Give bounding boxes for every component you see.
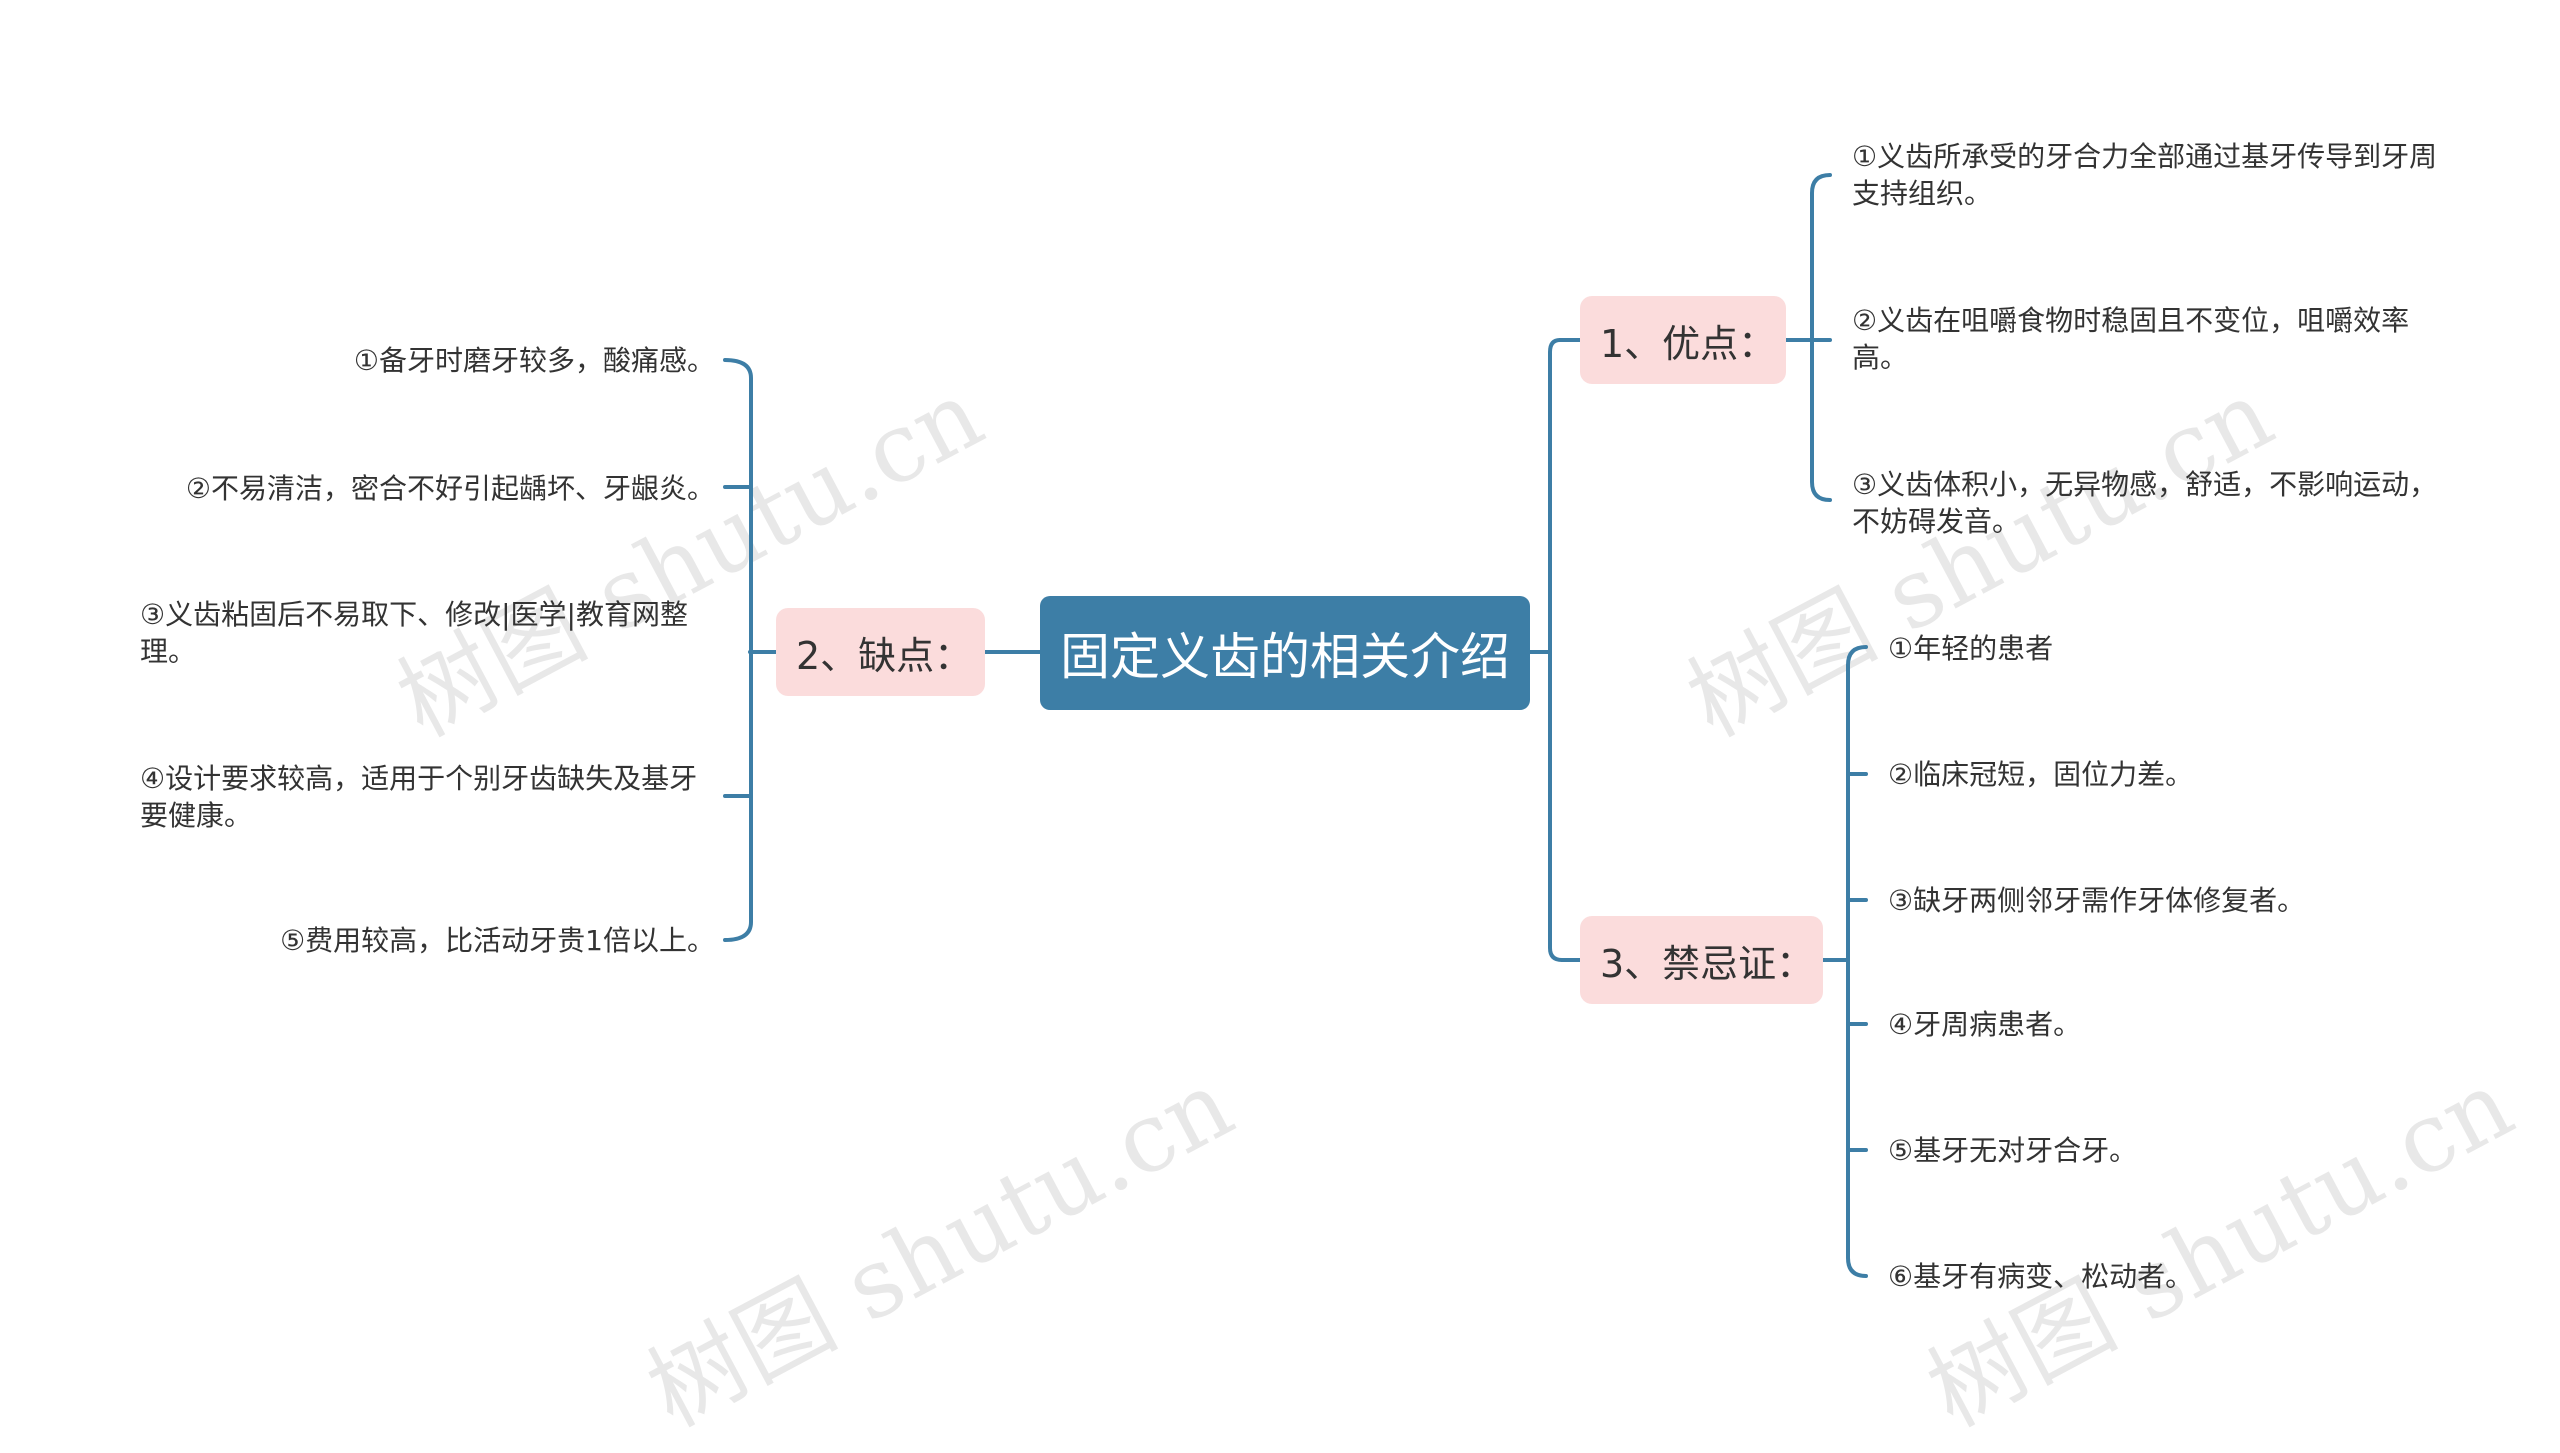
contraindication-item-3[interactable]: ③缺牙两侧邻牙需作牙体修复者。 <box>1888 884 2306 917</box>
connector-right-trunk <box>1548 338 1564 962</box>
contraindication-item-1[interactable]: ①年轻的患者 <box>1888 632 2054 665</box>
contraindication-item-4[interactable]: ④牙周病患者。 <box>1888 1008 2082 1041</box>
contraindication-item-5[interactable]: ⑤基牙无对牙合牙。 <box>1888 1134 2138 1167</box>
disadvantage-item-4[interactable]: ④设计要求较高，适用于个别牙齿缺失及基牙要健康。 <box>140 762 698 832</box>
root-topic[interactable]: 固定义齿的相关介绍 <box>1040 596 1530 710</box>
contraindication-item-2[interactable]: ②临床冠短，固位力差。 <box>1888 758 2194 791</box>
disadvantage-item-5[interactable]: ⑤费用较高，比活动牙贵1倍以上。 <box>280 924 715 957</box>
advantage-item-2[interactable]: ②义齿在咀嚼食物时稳固且不变位，咀嚼效率高。 <box>1852 304 2410 374</box>
disadvantage-item-3[interactable]: ③义齿粘固后不易取下、修改|医学|教育网整理。 <box>140 598 688 668</box>
connector-advantages-bracket <box>1810 173 1832 502</box>
connector-disadv-bracket <box>723 358 753 942</box>
advantage-item-1[interactable]: ①义齿所承受的牙合力全部通过基牙传导到牙周支持组织。 <box>1852 140 2438 210</box>
branch-contraindications[interactable]: 3、禁忌证： <box>1580 916 1823 1004</box>
advantage-item-3[interactable]: ③义齿体积小，无异物感，舒适，不影响运动，不妨碍发音。 <box>1852 468 2438 538</box>
contraindication-item-6[interactable]: ⑥基牙有病变、松动者。 <box>1888 1260 2194 1293</box>
disadvantage-item-1[interactable]: ①备牙时磨牙较多，酸痛感。 <box>353 344 715 377</box>
branch-advantages[interactable]: 1、优点： <box>1580 296 1786 384</box>
disadvantage-item-2[interactable]: ②不易清洁，密合不好引起龋坏、牙龈炎。 <box>185 472 715 505</box>
branch-disadvantages[interactable]: 2、缺点： <box>776 608 985 696</box>
connector-contra-bracket <box>1846 645 1868 1278</box>
